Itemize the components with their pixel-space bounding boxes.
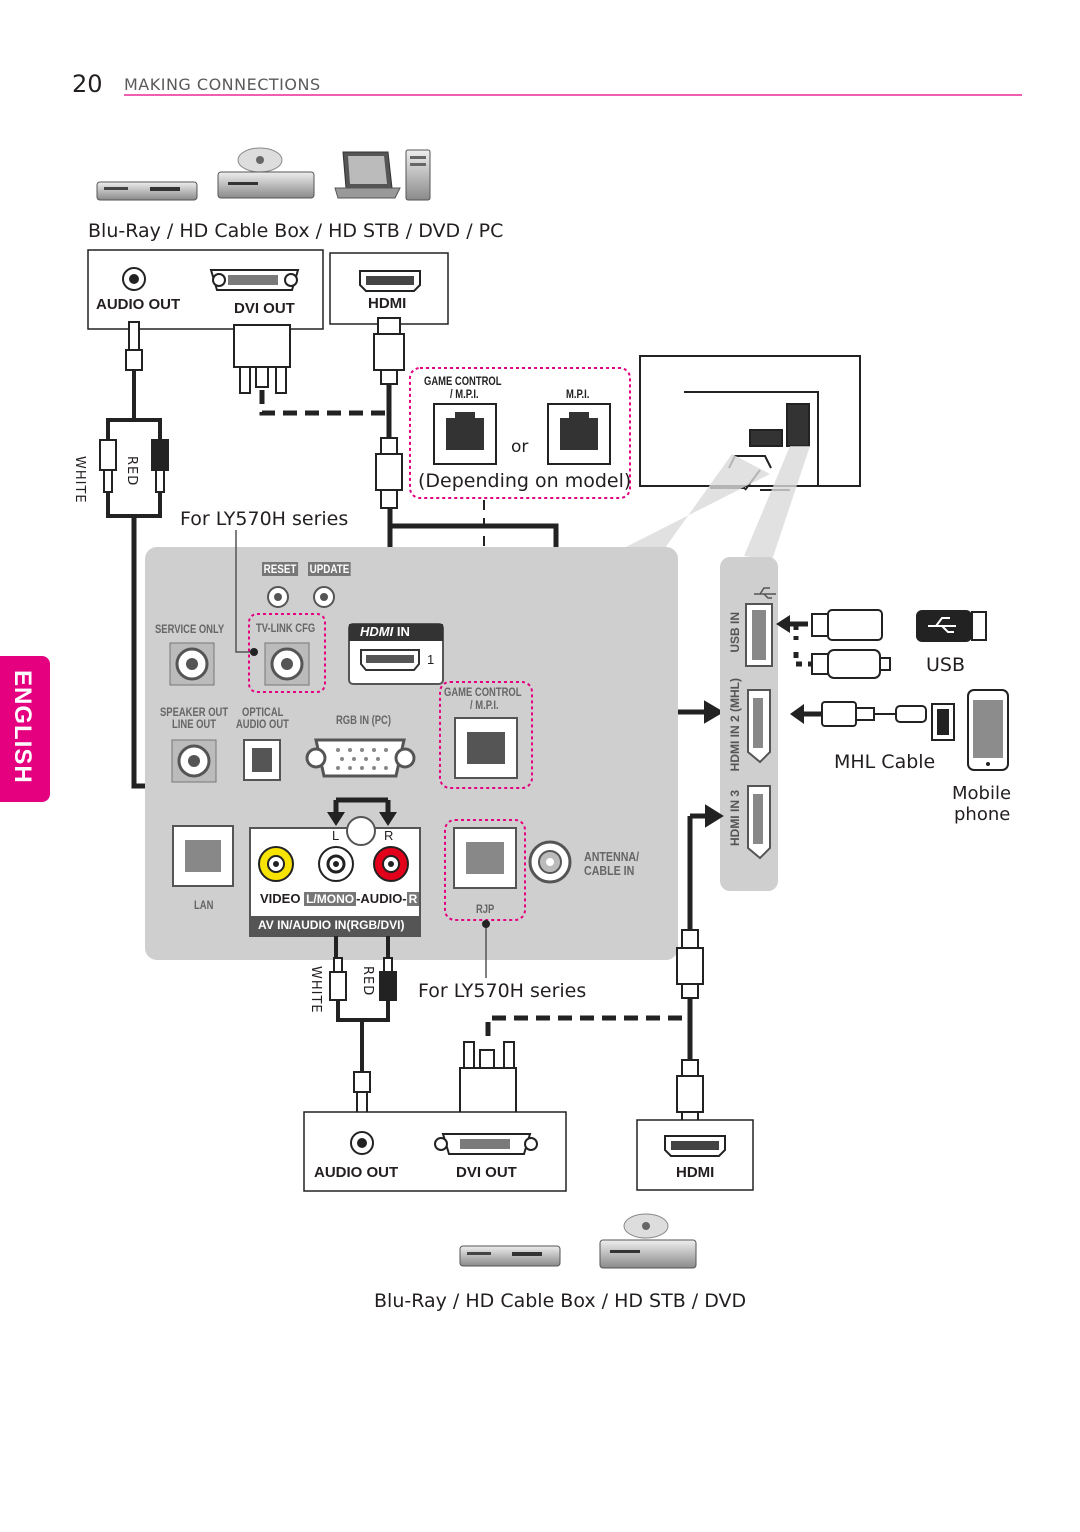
usb-label: USB xyxy=(926,654,966,676)
l-mono-label: L/MONO xyxy=(304,892,357,906)
top-audio-cable xyxy=(106,321,162,440)
rjp-frame xyxy=(444,819,526,921)
zoom-beam-right xyxy=(744,446,810,560)
speaker-out-label: SPEAKER OUT xyxy=(160,707,229,719)
mobile-phone-label-line1: Mobile xyxy=(952,783,1012,804)
mobile-phone-label-line2: phone xyxy=(954,804,1011,825)
game-control-mpi-label: M.P.I. xyxy=(566,389,590,401)
audio-r-label: R xyxy=(384,828,394,843)
panel-game-control-line1: GAME CONTROL xyxy=(444,687,522,699)
panel-game-control-frame xyxy=(439,681,533,789)
language-tab: ENGLISH xyxy=(0,656,50,802)
top-hdmi-label: HDMI xyxy=(368,295,407,312)
antenna-label-line1: ANTENNA/ xyxy=(584,849,640,864)
top-dvi-cable xyxy=(233,324,387,416)
top-audio-out-label: AUDIO OUT xyxy=(96,296,181,313)
video-label: VIDEO xyxy=(260,891,301,906)
game-control-frame xyxy=(409,367,631,499)
zoom-beam-left xyxy=(616,454,770,555)
audio-label: -AUDIO- xyxy=(356,891,407,906)
line-out-label: LINE OUT xyxy=(172,719,217,731)
reset-label: RESET xyxy=(262,562,299,576)
bottom-white-label: WHITE xyxy=(308,966,323,1014)
game-control-label-line2: / M.P.I. xyxy=(450,389,479,401)
language-tab-label: ENGLISH xyxy=(9,670,36,784)
optical-audio-out-label: AUDIO OUT xyxy=(236,719,289,731)
lan-label: LAN xyxy=(194,900,214,912)
mhl-cable-label: MHL Cable xyxy=(834,751,936,773)
top-devices-caption: Blu-Ray / HD Cable Box / HD STB / DVD / … xyxy=(88,220,504,242)
dvd-player-icon xyxy=(217,147,315,199)
bottom-rca-plugs xyxy=(329,936,397,1115)
bottom-dvi-out-label: DVI OUT xyxy=(456,1164,517,1181)
bottom-dvi-cable xyxy=(459,1041,517,1115)
top-dvi-out-label: DVI OUT xyxy=(234,300,295,317)
bottom-dvi-port xyxy=(434,1133,538,1155)
r-chip-label: R xyxy=(406,892,420,906)
hdmi-in-2-label: HDMI IN 2 (MHL) xyxy=(728,678,742,772)
mobile-phone-icon xyxy=(967,689,1009,771)
antenna-label-line2: CABLE IN xyxy=(584,863,635,878)
usb-symbol-icon xyxy=(754,587,776,599)
desktop-pc-icon xyxy=(405,149,431,201)
update-label: UPDATE xyxy=(308,562,352,576)
or-label: or xyxy=(511,437,529,457)
hdmi-in-1-logo: HDMI xyxy=(360,624,394,639)
section-title: MAKING CONNECTIONS xyxy=(124,75,321,94)
hdmi-in-3-label: HDMI IN 3 xyxy=(728,790,742,847)
top-red-label: RED xyxy=(124,456,139,487)
optical-label: OPTICAL xyxy=(242,707,284,719)
top-dvi-port xyxy=(209,269,300,291)
mhl-cable-icon xyxy=(821,701,955,741)
usb-in-label: USB IN xyxy=(728,612,742,653)
bottom-red-label: RED xyxy=(360,966,375,997)
bottom-audio-out-label: AUDIO OUT xyxy=(314,1164,399,1181)
panel-game-control-line2: / M.P.I. xyxy=(470,700,499,712)
bottom-for-series-label: For LY570H series xyxy=(418,980,587,1002)
usb-drive-large-icon xyxy=(916,610,987,642)
audio-l-label: L xyxy=(332,828,340,843)
usb-cable-arrows xyxy=(788,621,812,667)
usb-flash-drive-icon xyxy=(811,609,883,641)
hdmi-in-1-header: HDMI IN xyxy=(360,624,410,639)
top-for-series-label: For LY570H series xyxy=(180,508,349,530)
game-control-label-line1: GAME CONTROL xyxy=(424,376,502,388)
bottom-hdmi-label: HDMI xyxy=(676,1164,715,1181)
tv-link-cfg-label: TV-LINK CFG xyxy=(256,623,316,635)
hdmi-in-1-number: 1 xyxy=(427,652,435,667)
laptop-icon xyxy=(334,151,401,199)
bottom-bluray-player-icon xyxy=(459,1245,561,1267)
page-number: 20 xyxy=(72,70,103,98)
top-white-label: WHITE xyxy=(72,456,87,504)
av-in-label: AV IN/AUDIO IN(RGB/DVI) xyxy=(258,918,405,932)
game-control-jack-b xyxy=(547,403,611,465)
bluray-player-icon xyxy=(96,181,198,201)
usb-cable-icon xyxy=(811,649,891,679)
tv-link-frame xyxy=(248,613,326,693)
hdmi-in-1-word: IN xyxy=(396,624,410,639)
depending-on-model-label: (Depending on model) xyxy=(418,470,632,492)
rjp-label: RJP xyxy=(476,904,495,916)
av-labels-row: VIDEO L/MONO-AUDIO-R xyxy=(260,891,420,906)
service-only-label: SERVICE ONLY xyxy=(155,624,225,636)
bottom-devices-caption: Blu-Ray / HD Cable Box / HD STB / DVD xyxy=(374,1290,747,1312)
game-control-jack-a xyxy=(433,403,497,465)
bottom-dvd-player-icon xyxy=(599,1213,697,1269)
rgb-in-label: RGB IN (PC) xyxy=(336,715,392,727)
rgb-in-port xyxy=(305,738,416,778)
